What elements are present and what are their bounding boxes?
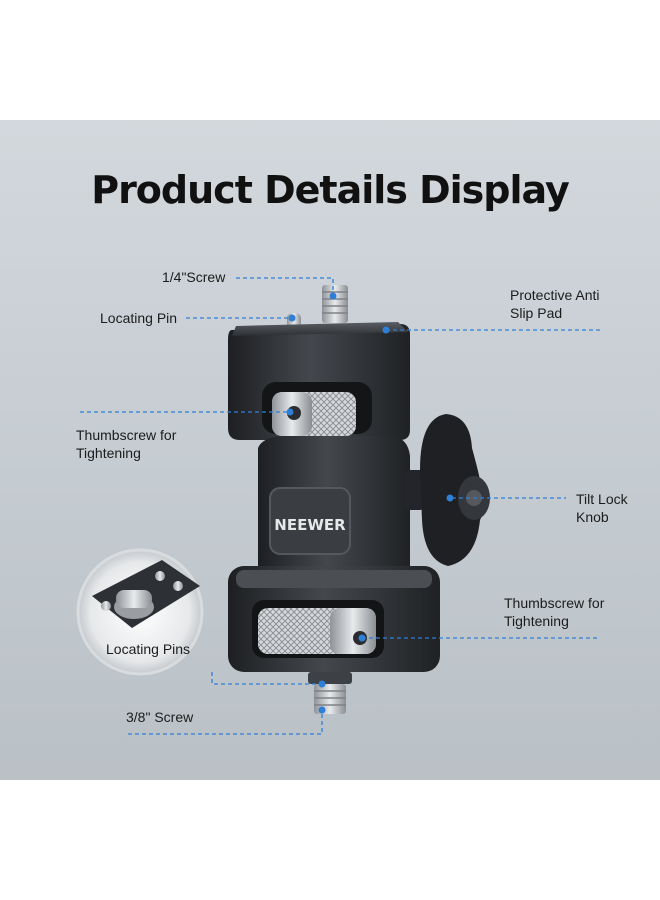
bottom-thumbscrew xyxy=(258,608,376,654)
callout-line-locating-pins xyxy=(211,672,320,685)
label-quarter-screw: 1/4"Screw xyxy=(162,269,226,285)
label-thumbscrew-top-line2: Tightening xyxy=(76,445,141,461)
label-tilt-lock-line1: Tilt Lock xyxy=(576,491,628,507)
brand-logo: NEEWER xyxy=(274,516,346,534)
locating-pins-inset xyxy=(76,548,204,676)
callout-lines xyxy=(80,277,602,735)
callout-line-quarter-screw xyxy=(236,277,334,292)
label-thumbscrew-top-line1: Thumbscrew for xyxy=(76,427,177,443)
label-thumbscrew-bottom-line2: Tightening xyxy=(504,613,569,629)
top-thumbscrew xyxy=(272,392,356,436)
label-anti-slip-line2: Slip Pad xyxy=(510,305,563,321)
label-locating-pin: Locating Pin xyxy=(100,310,178,326)
callout-line-three-eighth-screw xyxy=(128,712,323,735)
swivel-body: NEEWER xyxy=(258,436,424,584)
quarter-inch-screw xyxy=(322,285,348,323)
tilt-lock-knob xyxy=(420,414,490,566)
label-anti-slip-line1: Protective Anti xyxy=(510,287,600,303)
label-thumbscrew-bottom-line1: Thumbscrew for xyxy=(504,595,605,611)
three-eighth-inch-screw xyxy=(308,672,352,714)
label-tilt-lock-line2: Knob xyxy=(576,509,609,525)
label-three-eighth-screw: 3/8" Screw xyxy=(126,709,194,725)
label-locating-pins: Locating Pins xyxy=(106,641,191,657)
callout-dots xyxy=(286,292,454,714)
page-title: Product Details Display xyxy=(91,168,570,212)
